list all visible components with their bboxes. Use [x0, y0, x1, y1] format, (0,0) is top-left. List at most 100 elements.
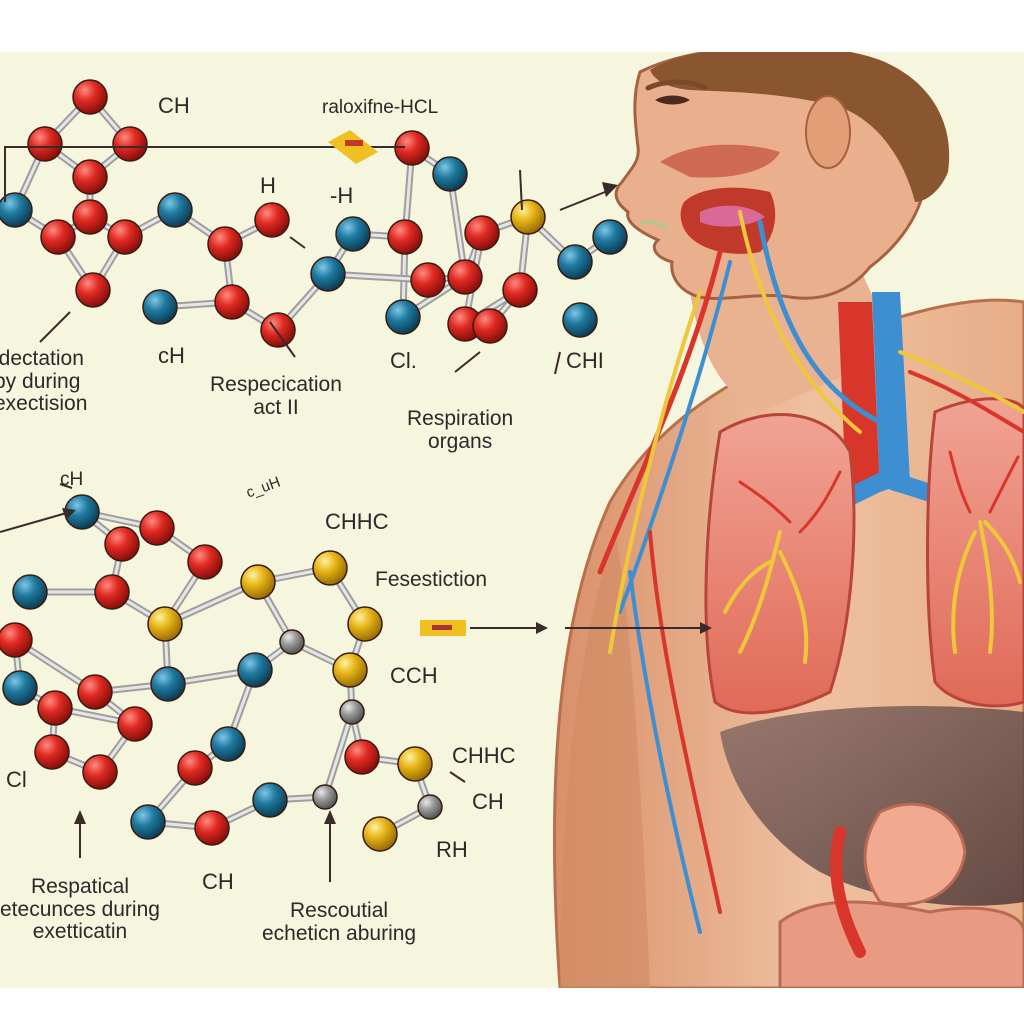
pointer-tags	[328, 130, 466, 636]
atom-blue	[142, 289, 178, 325]
label-dictation: idectation by during exectision	[0, 347, 87, 416]
atom-red	[139, 510, 175, 546]
arm-shadow	[560, 532, 650, 988]
label-chhc-right: CHHC	[452, 743, 516, 768]
atom-red	[72, 79, 108, 115]
tongue	[700, 205, 765, 227]
atom-gray	[312, 784, 338, 810]
atom-blue	[12, 574, 48, 610]
label-raloxifene: raloxifne-HCL	[322, 97, 439, 118]
label-dictation-line-2: by during	[0, 369, 81, 393]
atom-red	[0, 622, 33, 658]
atom-blue	[252, 782, 288, 818]
atom-red	[77, 674, 113, 710]
vessels	[597, 210, 1024, 934]
atom-red	[410, 262, 446, 298]
atom-red	[82, 754, 118, 790]
atom-yellow	[510, 199, 546, 235]
atom-blue	[557, 244, 593, 280]
label-respiration-organs: Respiration organs	[407, 407, 513, 453]
atom-blue	[237, 652, 273, 688]
atom-blue	[2, 670, 38, 706]
atom-gray	[279, 629, 305, 655]
label-rescoutial-line-1: Rescoutial	[290, 899, 389, 922]
atom-red	[502, 272, 538, 308]
eyebrow	[645, 79, 708, 91]
atom-blue	[335, 216, 371, 252]
label-respatical: Respatical etecunces during exetticatin	[0, 875, 160, 944]
hair	[650, 52, 950, 202]
atom-yellow	[312, 550, 348, 586]
label-minus-h: -H	[330, 183, 354, 208]
leader-lines	[0, 146, 705, 882]
atom-red	[40, 219, 76, 255]
atom-red	[387, 219, 423, 255]
arrow-heads	[62, 182, 712, 824]
atom-red	[472, 308, 508, 344]
atom-gray	[417, 794, 443, 820]
atom-yellow	[397, 746, 433, 782]
stomach	[863, 802, 967, 907]
label-ch-right: CH	[472, 789, 504, 814]
atom-red	[344, 739, 380, 775]
intestines	[778, 900, 1024, 988]
atom-red	[104, 526, 140, 562]
atom-red	[72, 199, 108, 235]
trachea-blue	[872, 292, 910, 492]
label-respecication-line-1: Respecication	[210, 373, 342, 396]
atom-blue	[0, 192, 33, 228]
label-rh: RH	[436, 837, 468, 862]
lungs	[704, 397, 1024, 715]
atom-yellow	[240, 564, 276, 600]
label-respiration-line-2: organs	[428, 429, 493, 453]
label-rescoutial-line-2: echeticn aburing	[262, 921, 417, 945]
label-respatical-line-1: Respatical	[30, 875, 129, 898]
label-cch: CCH	[390, 663, 438, 688]
atom-yellow	[347, 606, 383, 642]
illustration	[0, 52, 1024, 988]
label-respecication: Respecication act II	[210, 373, 342, 419]
breath-puff	[639, 220, 669, 230]
atom-red	[464, 215, 500, 251]
label-ch-left: cH	[158, 343, 185, 368]
atom-blue	[432, 156, 468, 192]
atom-red	[194, 810, 230, 846]
atom-red	[177, 750, 213, 786]
label-respecication-line-2: act II	[253, 395, 299, 419]
label-ch-bottom: CH	[202, 869, 234, 894]
lung-left	[704, 413, 856, 715]
diagram-canvas: CH raloxifne-HCL H -H cH Cl. CHI idectat…	[0, 52, 1024, 988]
atom-red	[34, 734, 70, 770]
label-respatical-line-3: exetticatin	[32, 920, 128, 944]
eye	[655, 95, 690, 105]
atom-blue	[210, 726, 246, 762]
atom-red	[112, 126, 148, 162]
atom-red	[72, 159, 108, 195]
atom-red	[107, 219, 143, 255]
label-ch-top: CH	[158, 93, 190, 118]
atom-yellow	[362, 816, 398, 852]
label-h-mid: H	[260, 173, 276, 198]
atom-red	[187, 544, 223, 580]
atom-yellow	[147, 606, 183, 642]
abdomen	[720, 706, 1024, 988]
atom-red	[260, 312, 296, 348]
label-chhc-top: CHHC	[325, 509, 389, 534]
label-chi: CHI	[566, 348, 604, 373]
label-ch-lower-left: cH	[60, 469, 84, 490]
atom-blue	[592, 219, 628, 255]
atom-red	[117, 706, 153, 742]
atom-red	[214, 284, 250, 320]
label-fesestiction: Fesestiction	[375, 568, 488, 591]
trachea	[838, 302, 880, 492]
atom-red	[447, 259, 483, 295]
atoms	[0, 79, 628, 852]
atom-blue	[385, 299, 421, 335]
atom-blue	[130, 804, 166, 840]
atom-red	[75, 272, 111, 308]
label-dictation-line-1: idectation	[0, 347, 84, 370]
atom-yellow	[332, 652, 368, 688]
atom-red	[207, 226, 243, 262]
atom-blue	[310, 256, 346, 292]
atom-blue	[157, 192, 193, 228]
